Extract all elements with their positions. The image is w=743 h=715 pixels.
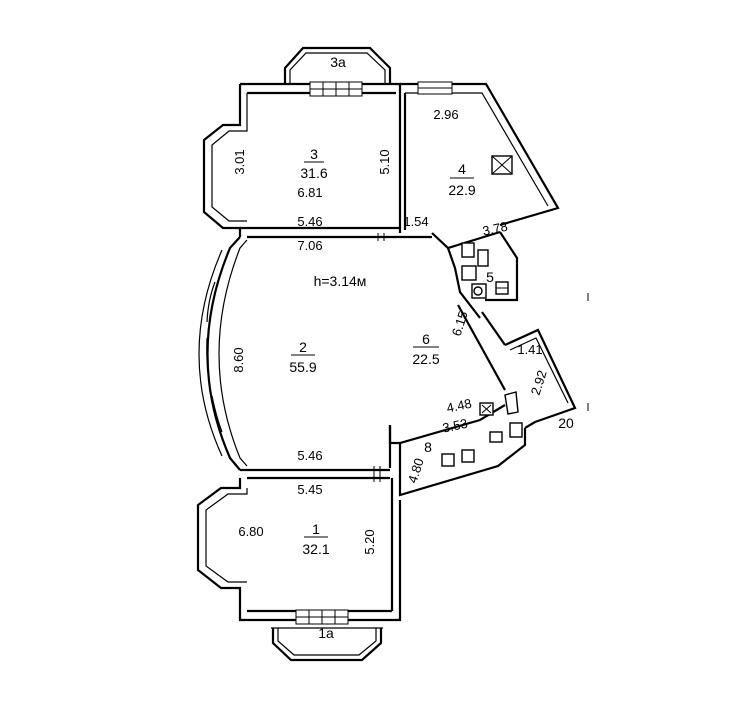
balcony-1a-label: 1а [318, 625, 334, 641]
dim-r20-side: 2.92 [528, 368, 550, 397]
dim-r2-bottom: 5.46 [297, 448, 322, 463]
room-3-label: 3 31.6 [300, 146, 327, 181]
room-4-number: 4 [458, 161, 466, 177]
dim-r20-top: 1.41 [517, 342, 542, 357]
room-1-number: 1 [312, 521, 320, 537]
ceiling-height-label: h=3.14м [314, 273, 367, 289]
dim-r3-inner: 6.81 [297, 185, 322, 200]
dim-r1-top: 5.45 [297, 482, 322, 497]
room-6-number: 6 [422, 331, 430, 347]
room-4-label: 4 22.9 [448, 161, 475, 198]
dim-r1-right: 5.20 [362, 529, 377, 554]
dim-r4-top: 2.96 [433, 107, 458, 122]
balcony-20-label: 20 [558, 415, 574, 431]
dim-r8-mid: 3.53 [441, 416, 469, 436]
room-1-label: 1 32.1 [302, 521, 329, 557]
dim-corr-small: 1.54 [403, 214, 428, 229]
dim-r1-left: 6.80 [238, 524, 263, 539]
room-6-label: 6 22.5 [412, 331, 439, 367]
outer-walls [196, 82, 577, 622]
doorway-marks [373, 233, 385, 482]
dim-r3-left: 3.01 [232, 149, 247, 174]
room-3-number: 3 [310, 146, 318, 162]
dim-r2-top: 7.06 [297, 238, 322, 253]
balcony-labels: 3а 1а 20 [318, 54, 574, 641]
room-2-label: 2 55.9 [289, 339, 316, 375]
dim-r3-bottom: 5.46 [297, 214, 322, 229]
room-1-area: 32.1 [302, 541, 329, 557]
room-3-area: 31.6 [300, 165, 327, 181]
room-8-number: 8 [424, 439, 432, 455]
room-4-area: 22.9 [448, 182, 475, 198]
dimension-labels: 3.01 6.81 5.10 5.46 2.96 3.78 1.54 7.06 … [231, 107, 550, 555]
room-2-area: 55.9 [289, 359, 316, 375]
room-8-label: 8 [424, 439, 432, 455]
dim-r8-top: 4.48 [445, 396, 473, 416]
balcony-1a [271, 627, 383, 662]
dim-r4-bottom: 3.78 [481, 219, 509, 239]
dim-r6-side: 6.15 [449, 309, 471, 338]
windows [206, 81, 453, 625]
balcony-3a-label: 3а [330, 54, 346, 70]
room-5-number: 5 [486, 269, 494, 285]
bathroom-fixtures [441, 155, 523, 467]
room-5-label: 5 [486, 269, 494, 285]
dim-r8-side: 4.80 [405, 456, 427, 485]
room-6-area: 22.5 [412, 351, 439, 367]
room-2-number: 2 [299, 339, 307, 355]
dim-r3-right: 5.10 [377, 149, 392, 174]
dim-r2-left: 8.60 [231, 347, 246, 372]
